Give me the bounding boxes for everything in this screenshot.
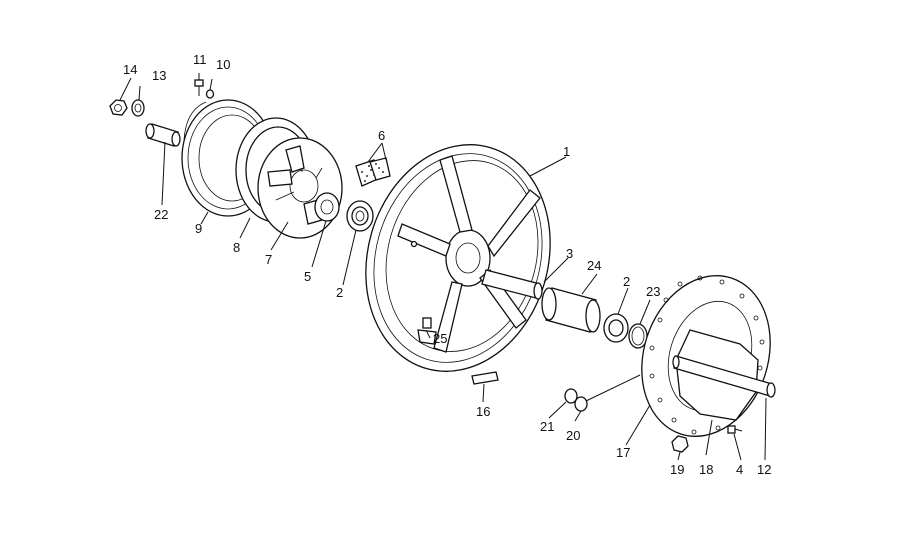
callout-12: 12	[757, 462, 771, 477]
part-bearing-2-left	[346, 200, 374, 232]
callout-16: 16	[476, 404, 490, 419]
callout-13: 13	[152, 68, 166, 83]
callout-4: 4	[736, 462, 743, 477]
callout-20: 20	[566, 428, 580, 443]
callout-22: 22	[154, 207, 168, 222]
callout-8: 8	[233, 240, 240, 255]
part-washer-20	[574, 396, 588, 412]
callout-10: 10	[216, 57, 230, 72]
leader-lines	[119, 73, 767, 461]
part-sleeve-24	[541, 287, 601, 333]
callout-9: 9	[195, 221, 202, 236]
callout-3: 3	[566, 246, 573, 261]
part-washer-13	[131, 99, 145, 117]
part-spacer-22	[145, 123, 181, 147]
part-nut-21	[564, 388, 578, 404]
part-weight-16	[471, 371, 499, 385]
callout-21: 21	[540, 419, 554, 434]
part-dampers-6	[355, 157, 391, 187]
callout-25: 25	[433, 331, 447, 346]
callout-17: 17	[616, 445, 630, 460]
callout-19: 19	[670, 462, 684, 477]
part-seal-5	[314, 192, 340, 222]
callout-6: 6	[378, 128, 385, 143]
part-valve-25	[417, 317, 437, 345]
part-bolt-11	[194, 79, 204, 96]
callout-2-left: 2	[336, 285, 343, 300]
callout-23: 23	[646, 284, 660, 299]
part-bearing-2-right	[603, 313, 629, 343]
part-cover-7	[257, 137, 343, 239]
part-wheel-1	[365, 144, 551, 372]
part-washer-10	[205, 89, 215, 99]
callout-2-right: 2	[623, 274, 630, 289]
callout-1: 1	[563, 144, 570, 159]
part-axle-12	[672, 355, 776, 398]
callout-18: 18	[699, 462, 713, 477]
callout-14: 14	[123, 62, 137, 77]
part-nut-19	[671, 435, 689, 453]
callout-7: 7	[265, 252, 272, 267]
callout-24: 24	[587, 258, 601, 273]
part-bolt-4	[727, 425, 743, 434]
callout-5: 5	[304, 269, 311, 284]
part-nut-14	[109, 99, 128, 116]
callout-11: 11	[193, 52, 207, 67]
